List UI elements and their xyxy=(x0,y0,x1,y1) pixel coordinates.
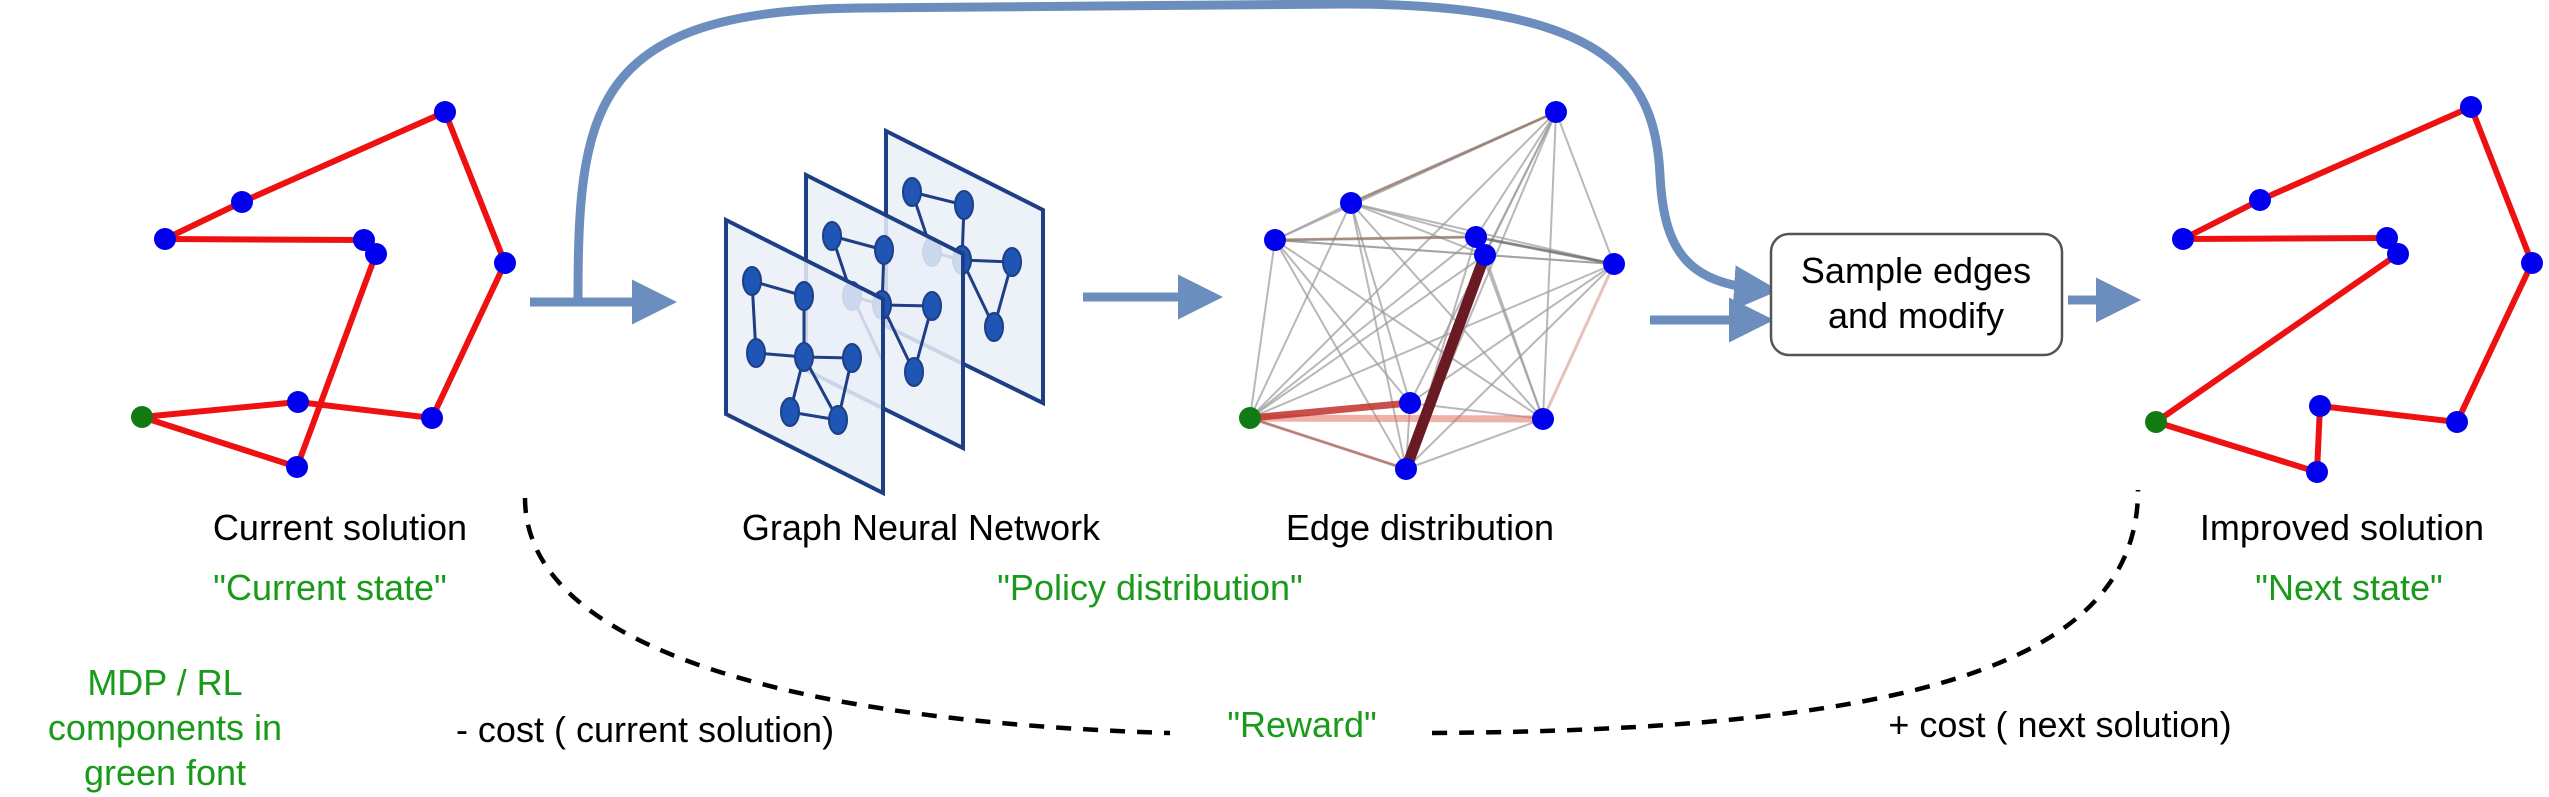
improved-solution-graph xyxy=(2145,96,2543,483)
current-state-label: "Current state" xyxy=(213,567,447,608)
sample-box-line1: Sample edges xyxy=(1801,250,2031,291)
minus-cost-label: - cost ( current solution) xyxy=(456,709,834,750)
plus-cost-label: + cost ( next solution) xyxy=(1888,704,2231,745)
edge-dist-nodes xyxy=(1264,101,1625,480)
sample-edges-box: Sample edges and modify xyxy=(1769,232,2064,357)
current-nodes xyxy=(154,101,516,478)
mdp-legend-line3: green font xyxy=(84,752,246,793)
gnn-stack xyxy=(724,127,1045,497)
policy-distribution-label: "Policy distribution" xyxy=(997,567,1303,608)
reward-curve-left xyxy=(522,497,1171,736)
mdp-legend-line2: components in xyxy=(48,707,282,748)
edge-dist-start-node xyxy=(1239,407,1261,429)
reward-label: "Reward" xyxy=(1227,704,1377,745)
improved-nodes xyxy=(2172,96,2543,483)
gnn-layer-1 xyxy=(724,216,885,497)
top-edge xyxy=(1400,249,1491,475)
current-solution-graph xyxy=(131,101,516,478)
mdp-legend-line1: MDP / RL xyxy=(87,662,242,703)
sample-box-line2: and modify xyxy=(1828,295,2004,336)
reward-curve-right xyxy=(1431,489,2141,736)
next-state-label: "Next state" xyxy=(2255,567,2443,608)
start-node xyxy=(131,406,153,428)
improved-tour-edges xyxy=(2153,104,2535,475)
edge-distribution-label: Edge distribution xyxy=(1286,507,1554,548)
highlighted-edges xyxy=(1249,110,1616,471)
current-solution-label: Current solution xyxy=(213,507,467,548)
current-tour-edges xyxy=(139,109,508,470)
gnn-label: Graph Neural Network xyxy=(742,507,1101,548)
improved-solution-label: Improved solution xyxy=(2200,507,2484,548)
improved-start-node xyxy=(2145,411,2167,433)
skip-arrow xyxy=(573,0,1779,311)
edge-distribution-graph xyxy=(1239,101,1625,480)
